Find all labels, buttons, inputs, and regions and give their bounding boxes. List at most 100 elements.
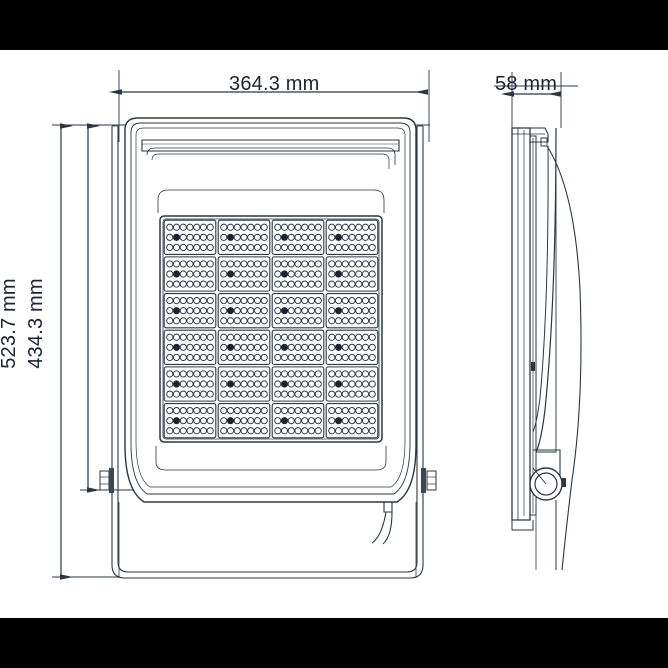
led-dot bbox=[193, 390, 201, 398]
led-dot bbox=[233, 380, 241, 388]
led-dot bbox=[193, 343, 201, 351]
led-dot bbox=[301, 333, 309, 341]
led-dot bbox=[186, 343, 194, 351]
led-dot bbox=[247, 427, 255, 435]
led-module bbox=[217, 219, 271, 256]
led-dot bbox=[233, 297, 241, 305]
led-dot bbox=[368, 370, 376, 378]
led-dot bbox=[226, 353, 235, 361]
led-dot bbox=[260, 280, 268, 288]
led-dot bbox=[186, 390, 194, 398]
mounting-bolt-right bbox=[421, 468, 437, 493]
led-dot bbox=[260, 223, 268, 231]
led-dot bbox=[355, 223, 363, 231]
led-dot bbox=[274, 370, 282, 378]
led-dot bbox=[253, 353, 262, 361]
led-dot bbox=[274, 390, 282, 398]
led-dot bbox=[220, 370, 228, 378]
led-center-emitter bbox=[173, 270, 180, 278]
led-dot bbox=[328, 390, 336, 398]
led-dot bbox=[166, 260, 174, 268]
led-dot bbox=[341, 233, 349, 241]
led-dot bbox=[193, 307, 201, 315]
led-dot bbox=[274, 223, 282, 231]
led-dot bbox=[240, 343, 248, 351]
led-dot bbox=[355, 390, 363, 398]
dimension-label-overall-width: 364.3 mm bbox=[229, 73, 320, 95]
dimension-label-overall-height: 523.7 mm bbox=[0, 278, 20, 369]
led-center-emitter bbox=[335, 380, 342, 388]
led-dot bbox=[186, 223, 194, 231]
led-dot bbox=[260, 390, 268, 398]
led-center-emitter bbox=[173, 380, 180, 388]
led-dot bbox=[179, 370, 187, 378]
led-dot bbox=[355, 417, 363, 425]
led-center-emitter bbox=[173, 343, 180, 351]
led-dot bbox=[307, 317, 316, 325]
led-dot bbox=[355, 380, 363, 388]
led-dot bbox=[341, 280, 349, 288]
led-dot bbox=[260, 270, 268, 278]
led-dot bbox=[260, 333, 268, 341]
led-dot bbox=[307, 223, 316, 231]
led-dot bbox=[199, 370, 208, 378]
led-center-emitter bbox=[281, 380, 288, 388]
led-dot bbox=[294, 390, 302, 398]
led-dot bbox=[361, 243, 370, 251]
led-center-emitter bbox=[281, 417, 288, 425]
led-dot bbox=[186, 307, 194, 315]
led-dot bbox=[166, 280, 174, 288]
led-dot bbox=[193, 223, 201, 231]
led-dot bbox=[368, 297, 376, 305]
led-dot bbox=[301, 417, 309, 425]
led-dot bbox=[328, 260, 336, 268]
led-dot bbox=[186, 260, 194, 268]
led-dot bbox=[206, 407, 214, 415]
led-dot bbox=[166, 417, 174, 425]
led-dot bbox=[253, 260, 262, 268]
led-dot bbox=[220, 270, 228, 278]
led-dot bbox=[199, 307, 208, 315]
led-dot bbox=[287, 427, 295, 435]
led-dot bbox=[199, 380, 208, 388]
led-center-emitter bbox=[335, 270, 342, 278]
led-dot bbox=[247, 280, 255, 288]
led-dot bbox=[294, 233, 302, 241]
led-dot bbox=[240, 370, 248, 378]
led-module bbox=[271, 402, 325, 439]
led-center-emitter bbox=[173, 307, 180, 315]
led-dot bbox=[179, 297, 187, 305]
led-dot bbox=[179, 380, 187, 388]
led-dot bbox=[253, 370, 262, 378]
led-dot bbox=[280, 317, 289, 325]
led-dot bbox=[206, 297, 214, 305]
led-dot bbox=[233, 317, 241, 325]
led-dot bbox=[355, 233, 363, 241]
led-dot bbox=[361, 317, 370, 325]
led-center-emitter bbox=[227, 270, 234, 278]
led-dot bbox=[368, 380, 376, 388]
led-dot bbox=[220, 407, 228, 415]
led-dot bbox=[260, 260, 268, 268]
led-dot bbox=[314, 390, 322, 398]
led-dot bbox=[355, 243, 363, 251]
led-dot bbox=[186, 333, 194, 341]
led-dot bbox=[274, 243, 282, 251]
led-dot bbox=[172, 223, 181, 231]
led-module bbox=[163, 219, 217, 256]
led-dot bbox=[328, 270, 336, 278]
led-dot bbox=[355, 280, 363, 288]
led-dot bbox=[247, 297, 255, 305]
led-dot bbox=[361, 333, 370, 341]
led-dot bbox=[274, 270, 282, 278]
led-dot bbox=[328, 353, 336, 361]
led-dot bbox=[301, 260, 309, 268]
led-dot bbox=[301, 223, 309, 231]
led-dot bbox=[253, 380, 262, 388]
led-dot bbox=[334, 223, 343, 231]
led-dot bbox=[253, 417, 262, 425]
led-dot bbox=[193, 270, 201, 278]
led-dot bbox=[166, 297, 174, 305]
led-dot bbox=[348, 407, 356, 415]
led-dot bbox=[206, 390, 214, 398]
